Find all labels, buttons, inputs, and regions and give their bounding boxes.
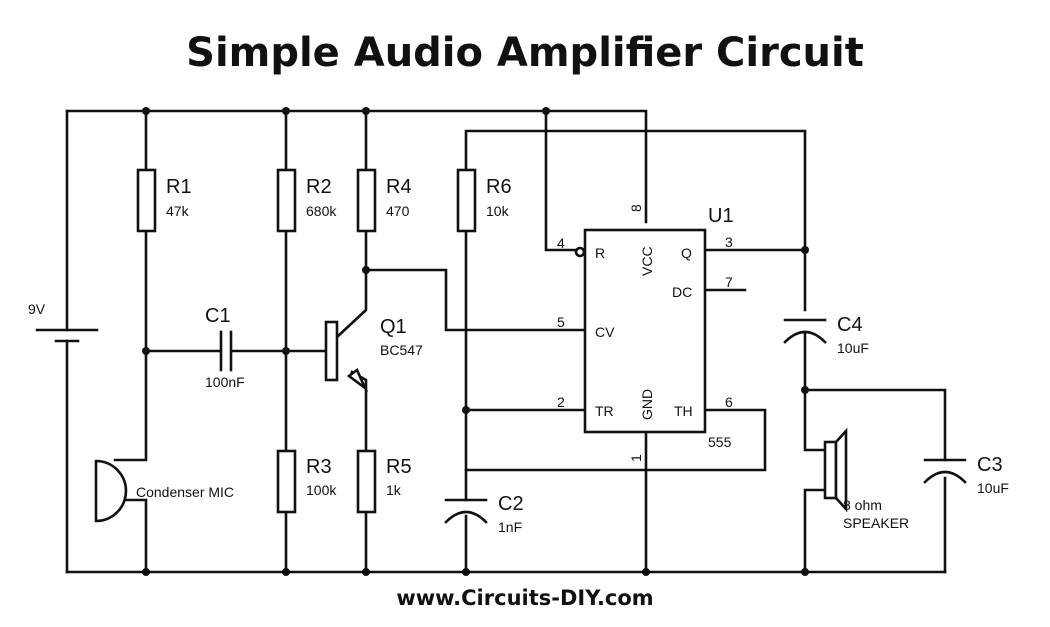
wire-speaker xyxy=(803,388,827,574)
pin-num-2: 2 xyxy=(557,394,565,410)
junction-dot xyxy=(801,568,809,576)
r5-ref: R5 xyxy=(386,456,412,478)
resistor-r2: R2 680k xyxy=(276,168,337,233)
wire-r4-r5 xyxy=(335,109,368,574)
pin-name-vcc: VCC xyxy=(639,246,655,276)
wire-top-rail xyxy=(65,109,648,224)
speaker-label: SPEAKER xyxy=(843,515,909,531)
r3-value: 100k xyxy=(306,482,337,498)
u1-part: 555 xyxy=(708,434,732,450)
junction-dots xyxy=(142,107,809,576)
junction-dot xyxy=(362,107,370,115)
r3-ref: R3 xyxy=(306,456,332,478)
pin-name-gnd: GND xyxy=(639,389,655,420)
junction-dot xyxy=(362,568,370,576)
wire-th xyxy=(464,408,767,472)
r1-ref: R1 xyxy=(166,176,192,198)
c4-value: 10uF xyxy=(837,340,869,356)
wire-cv xyxy=(364,268,587,332)
junction-dot xyxy=(142,568,150,576)
c1-value: 100nF xyxy=(205,374,245,390)
junction-dot xyxy=(462,568,470,576)
junction-dot xyxy=(801,246,809,254)
battery-label: 9V xyxy=(28,301,46,317)
pin-num-7: 7 xyxy=(725,274,733,290)
condenser-mic: Condenser MIC xyxy=(94,459,234,523)
junction-dot xyxy=(362,266,370,274)
resistor-r1: R1 47k xyxy=(136,168,192,233)
website-credit: www.Circuits-DIY.com xyxy=(396,586,654,610)
resistor-r4: R4 470 xyxy=(356,168,412,233)
r5-value: 1k xyxy=(386,482,402,498)
q1-value: BC547 xyxy=(380,342,423,358)
junction-dot xyxy=(282,107,290,115)
junction-dot xyxy=(801,386,809,394)
mic-label: Condenser MIC xyxy=(136,484,234,500)
resistor-r3: R3 100k xyxy=(276,449,337,514)
pin-num-3: 3 xyxy=(725,234,733,250)
capacitor-c2: C2 1nF xyxy=(444,493,524,535)
wire-reset xyxy=(544,109,580,252)
junction-dot xyxy=(462,406,470,414)
reset-inversion-bubble xyxy=(574,246,586,258)
pin-name-tr: TR xyxy=(595,403,614,419)
pin-num-6: 6 xyxy=(725,394,733,410)
transistor-q1: Q1 BC547 xyxy=(324,316,423,393)
r4-value: 470 xyxy=(386,203,410,219)
pin-num-5: 5 xyxy=(557,314,565,330)
speaker-rating: 8 ohm xyxy=(843,497,882,513)
wire-r6-c2 xyxy=(464,129,807,574)
r1-value: 47k xyxy=(166,203,190,219)
r6-value: 10k xyxy=(486,203,510,219)
capacitor-c1: C1 100nF xyxy=(205,305,245,390)
pin-num-4: 4 xyxy=(557,235,565,251)
junction-dot xyxy=(142,347,150,355)
pin-num-1: 1 xyxy=(628,454,644,462)
pin-name-th: TH xyxy=(674,403,693,419)
speaker: 8 ohm SPEAKER xyxy=(823,427,909,531)
c2-value: 1nF xyxy=(498,519,522,535)
q1-ref: Q1 xyxy=(380,316,407,338)
c3-value: 10uF xyxy=(977,480,1009,496)
c1-ref: C1 xyxy=(205,305,231,327)
r2-ref: R2 xyxy=(306,176,332,198)
battery-9v: 9V xyxy=(28,301,99,343)
junction-dot xyxy=(642,568,650,576)
pin-name-dc: DC xyxy=(672,284,692,300)
emitter-arrow xyxy=(346,367,369,393)
resistor-r5: R5 1k xyxy=(356,449,412,514)
c4-ref: C4 xyxy=(837,314,863,336)
wire-c3 xyxy=(803,388,947,574)
pin-name-q: Q xyxy=(681,245,692,261)
u1-ref: U1 xyxy=(708,205,734,227)
capacitor-c3: C3 10uF xyxy=(923,454,1009,496)
ic-555-u1: U1 555 R Q DC CV TR TH VCC GND 4 3 7 5 2… xyxy=(557,204,734,462)
r4-ref: R4 xyxy=(386,176,412,198)
capacitor-c4: C4 10uF xyxy=(783,314,869,356)
junction-dot xyxy=(542,107,550,115)
wire-r1 xyxy=(113,109,148,574)
wires xyxy=(65,109,947,574)
pin-num-8: 8 xyxy=(628,204,644,212)
diagram-title: Simple Audio Amplifier Circuit xyxy=(186,30,864,76)
resistor-r6: R6 10k xyxy=(456,168,512,233)
junction-dot xyxy=(282,568,290,576)
c3-ref: C3 xyxy=(977,454,1003,476)
junction-dot xyxy=(142,107,150,115)
r2-value: 680k xyxy=(306,203,337,219)
c2-ref: C2 xyxy=(498,493,524,515)
pin-name-cv: CV xyxy=(595,324,615,340)
r6-ref: R6 xyxy=(486,176,512,198)
pin-name-r: R xyxy=(595,245,605,261)
junction-dot xyxy=(282,347,290,355)
